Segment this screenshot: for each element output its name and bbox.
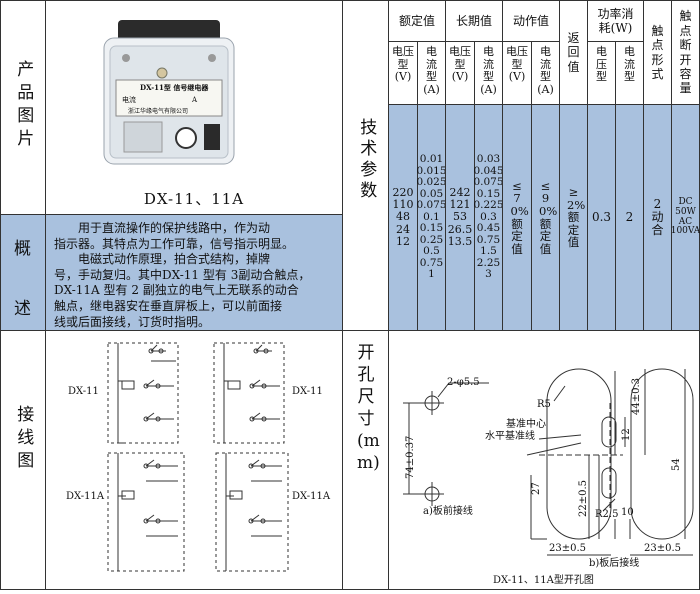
wiring-diagrams: DX-11 DX-11 DX-11A	[46, 331, 342, 590]
hdr-breaking: 触点断开容量	[671, 0, 700, 105]
sub-action-v: 电压型(V)	[502, 41, 532, 105]
product-label: 产品图片	[13, 60, 34, 152]
photo-model-text: DX-11型 信号继电器	[140, 83, 209, 92]
wiring-dx11-left	[107, 342, 179, 444]
summary-line: 指示器。其特点为工作可靠，信号指示明显。	[54, 236, 295, 251]
dim-center: 基准中心	[506, 417, 546, 430]
divider-row1	[0, 214, 343, 215]
sub-rated-v: 电压型(V)	[388, 41, 418, 105]
product-photo: DX-11型 信号继电器 电流 A 浙江华缘电气有限公司	[100, 18, 238, 166]
wiring-dx11a-left-label: DX-11A	[66, 491, 105, 502]
summary-label-top: 概	[14, 239, 31, 259]
sub-action-a: 电流型(A)	[531, 41, 560, 105]
dim-12: 12	[621, 428, 632, 441]
hdr-power: 功率消耗(W)	[587, 0, 644, 42]
dim-r5: R5	[537, 399, 551, 410]
summary-line: 号，手动复归。其中DX-11 型有 3副动合触点，	[54, 267, 311, 282]
wiring-dx11-right-label: DX-11	[292, 386, 323, 397]
dim-hline: 水平基准线	[485, 429, 535, 442]
dim-r25: R2.5	[595, 509, 618, 520]
divider-mid	[342, 0, 343, 590]
photo-unit-text: A	[191, 96, 198, 104]
summary-text: 用于直流操作的保护线路中，作为动 指示器。其特点为工作可靠，信号指示明显。 电磁…	[46, 215, 342, 330]
summary-line: 触点，继电器安在垂直屏板上，可以前面接	[54, 298, 283, 313]
val-action-a: ≤90%额定值	[531, 104, 560, 331]
cutout-label: 开孔尺寸(mm)	[357, 343, 380, 473]
hdr-longterm: 长期值	[445, 0, 503, 42]
wiring-label: 接线图	[13, 405, 34, 474]
dim-23a: 23±0.5	[549, 543, 586, 554]
hdr-action: 动作值	[502, 0, 560, 42]
summary-line: DX-11A 型有 2 副独立的电气上无联系的动合	[54, 283, 299, 298]
val-power-a: 2	[615, 104, 644, 331]
dim-10: 10	[621, 507, 634, 518]
summary-line: 电磁式动作原理，拍合式结构，掉牌	[54, 252, 271, 267]
summary-label-bottom: 述	[14, 299, 31, 319]
sub-long-v: 电压型(V)	[445, 41, 475, 105]
cutout-drawing: 2-φ5.5 74±0.37 a)板前接线 R5 基准中心 水平基准线 12 4…	[389, 331, 700, 590]
sub-long-a: 电流型(A)	[474, 41, 503, 105]
wiring-dx11a-right	[215, 452, 289, 572]
val-power-v: 0.3	[587, 104, 616, 331]
wiring-dx11a-left	[107, 452, 185, 572]
back-label: b)板后接线	[589, 556, 639, 569]
summary-line: 线或后面接线，订货时指明。	[54, 314, 211, 329]
summary-line: 用于直流操作的保护线路中，作为动	[54, 221, 271, 235]
tech-label: 技术参数	[356, 118, 377, 202]
wiring-dx11-left-label: DX-11	[68, 386, 99, 397]
hdr-contact-form: 触点形式	[643, 0, 672, 105]
hdr-return: 返回值	[559, 0, 588, 105]
hdr-rated: 额定值	[388, 0, 446, 42]
sub-rated-a: 电流型(A)	[417, 41, 446, 105]
divider-left-col	[45, 0, 46, 590]
wiring-dx11a-right-label: DX-11A	[292, 491, 331, 502]
summary-label-cell	[1, 215, 45, 330]
dim-height: 74±0.37	[405, 436, 416, 479]
divider-row2	[0, 330, 700, 331]
back-cutout	[526, 368, 694, 556]
product-caption: DX-11、11A	[143, 190, 245, 208]
cutout-caption: DX-11、11A型开孔图	[493, 573, 594, 586]
photo-current-text: 电流	[122, 95, 136, 104]
front-label: a)板前接线	[423, 504, 473, 517]
val-return: ≥2%额定值	[559, 104, 588, 331]
dim-22: 22±0.5	[578, 480, 589, 517]
front-cutout	[403, 382, 489, 506]
dim-hole: 2-φ5.5	[447, 377, 480, 388]
wiring-dx11-right	[213, 342, 285, 444]
dim-54: 54	[671, 458, 682, 471]
dim-23b: 23±0.5	[644, 543, 681, 554]
dim-44: 44±0.3	[631, 378, 642, 415]
dim-27: 27	[531, 482, 542, 495]
photo-maker-text: 浙江华缘电气有限公司	[128, 107, 188, 115]
val-action-v: ≤70%额定值	[502, 104, 532, 331]
sub-power-a: 电流型	[615, 41, 644, 105]
val-contact: 2动合	[643, 104, 672, 331]
sub-power-v: 电压型	[587, 41, 616, 105]
